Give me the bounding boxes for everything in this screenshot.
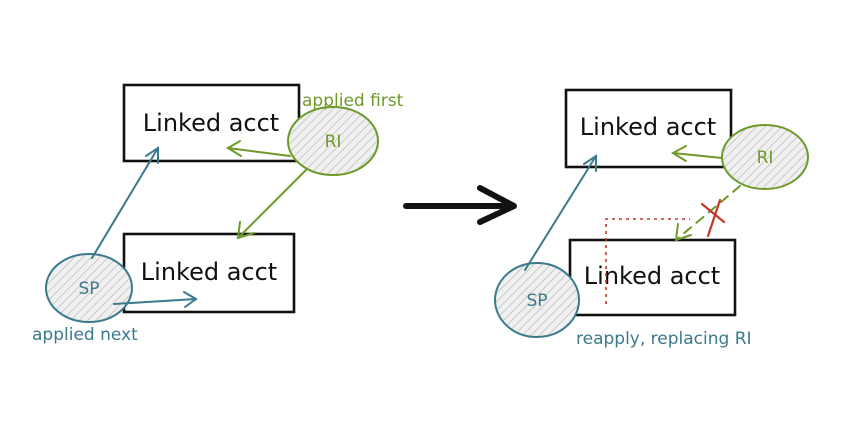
left-note-applied-next: applied next xyxy=(32,325,138,345)
left-ri-node: RI xyxy=(287,106,379,176)
left-ri-to-top-arrow xyxy=(226,140,291,157)
right-sp-node: SP xyxy=(494,262,580,338)
left-linked-account-top: Linked acct xyxy=(122,83,301,163)
right-account-bottom-label: Linked acct xyxy=(584,262,720,290)
x-mark-icon xyxy=(700,198,726,238)
right-sp-to-top-arrow xyxy=(524,154,597,271)
big-right-arrow-icon xyxy=(403,185,517,225)
left-sp-to-bottom-arrow xyxy=(113,291,198,308)
right-ri-to-top-arrow xyxy=(670,145,723,162)
left-sp-label: SP xyxy=(78,279,99,299)
right-ri-node: RI xyxy=(721,124,809,190)
right-account-top-label: Linked acct xyxy=(580,113,716,141)
left-sp-node: SP xyxy=(45,253,133,323)
right-linked-account-top: Linked acct xyxy=(564,88,733,169)
right-ri-label: RI xyxy=(757,148,774,168)
left-note-applied-first: applied first xyxy=(302,91,404,111)
left-account-top-label: Linked acct xyxy=(143,109,279,137)
left-account-bottom-label: Linked acct xyxy=(141,258,277,286)
right-diagram: Linked acct Linked acct RI xyxy=(494,88,809,349)
right-replaced-path xyxy=(605,218,690,304)
left-ri-label: RI xyxy=(325,132,342,152)
right-note-reapply: reapply, replacing RI xyxy=(576,329,752,349)
left-ri-to-bottom-arrow xyxy=(236,169,307,240)
left-diagram: Linked acct Linked acct RI applied first… xyxy=(32,83,404,345)
left-linked-account-bottom: Linked acct xyxy=(122,232,296,314)
right-ri-to-bottom-arrow xyxy=(674,185,741,242)
right-sp-label: SP xyxy=(526,291,547,311)
right-linked-account-bottom: Linked acct xyxy=(568,238,737,317)
left-sp-to-top-arrow xyxy=(91,146,159,259)
